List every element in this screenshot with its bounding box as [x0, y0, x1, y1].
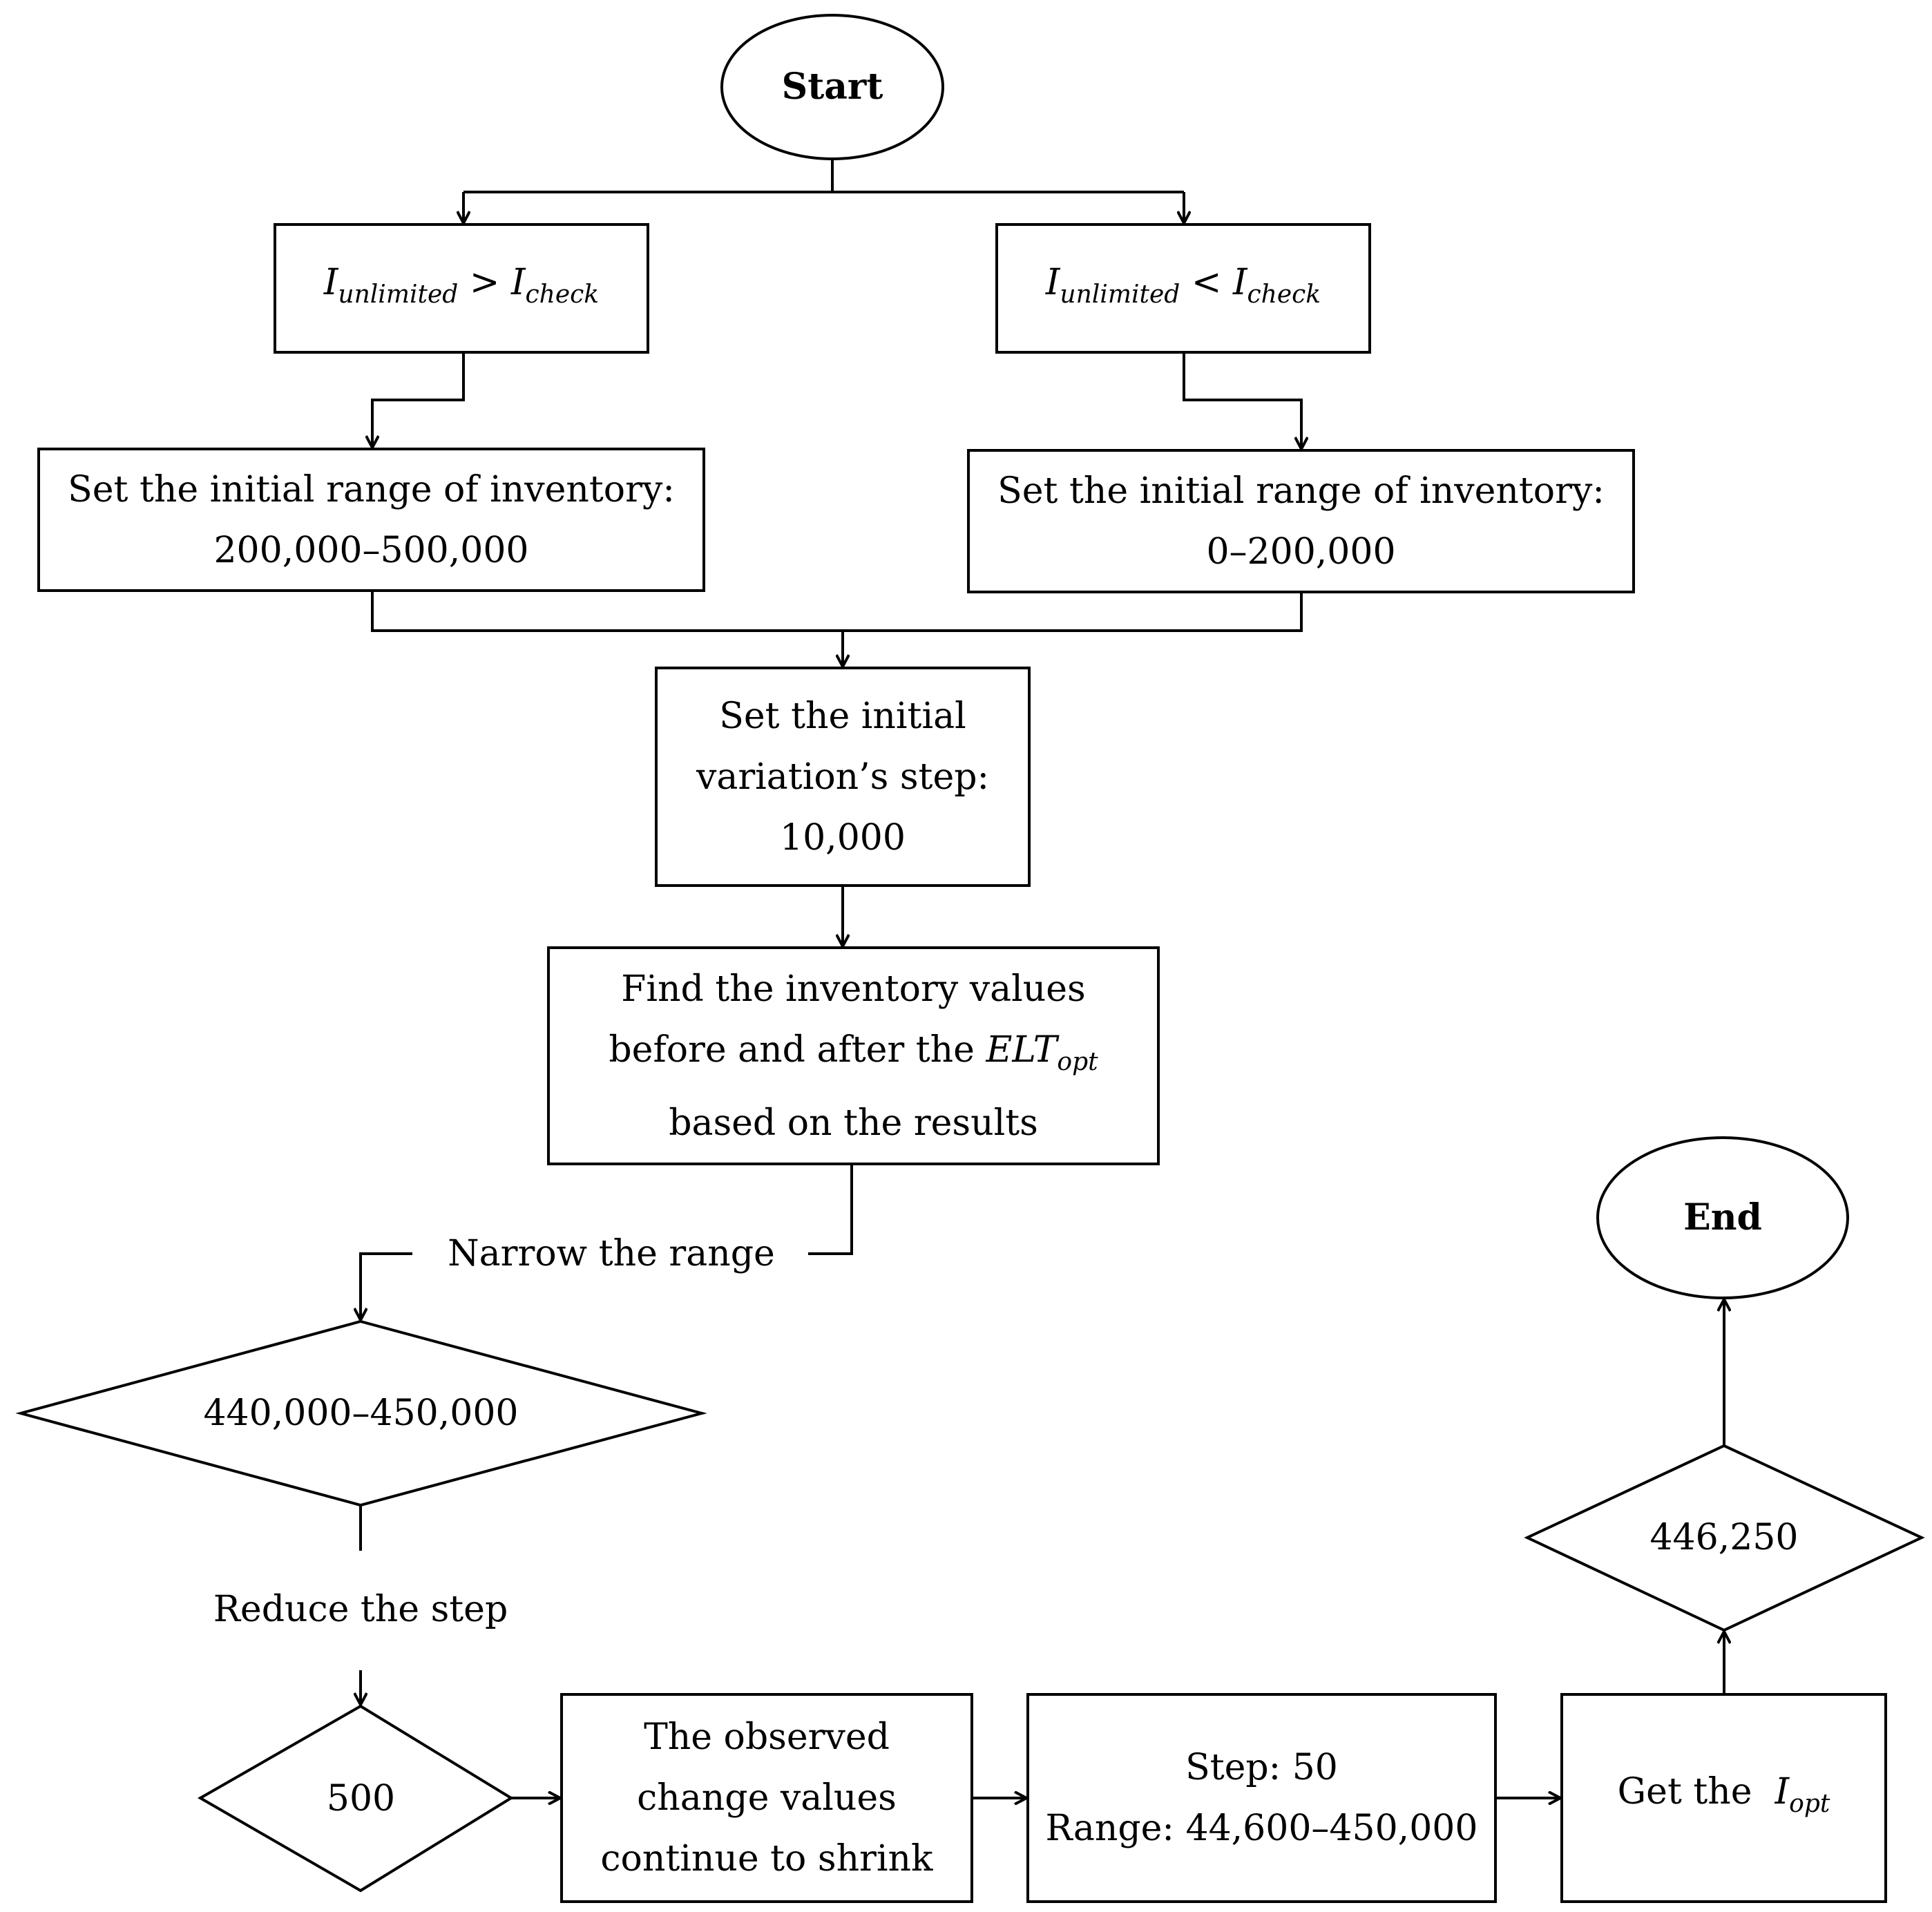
arrow-to-range-diamond: [361, 1252, 412, 1320]
get-iopt-label: Get the Iopt: [1617, 1771, 1830, 1818]
connector-find-narrow: [808, 1164, 853, 1255]
range-diamond-label: 440,000–450,000: [203, 1393, 519, 1434]
reduce-step-label: Reduce the step: [213, 1589, 508, 1630]
arrow-to-range-left: [372, 352, 465, 448]
condition-left-box: [274, 223, 649, 354]
range-left-label: Set the initial range of inventory: 200,…: [68, 468, 675, 571]
step-diamond-label: 500: [326, 1778, 396, 1819]
find-box-label: Find the inventory values before and aft…: [609, 968, 1098, 1144]
step-diamond: [197, 1704, 514, 1893]
observed-box-label: The observed change values continue to s…: [600, 1717, 933, 1880]
result-diamond-label: 446,250: [1649, 1517, 1799, 1558]
range-right-label: Set the initial range of inventory: 0–20…: [997, 470, 1605, 573]
condition-left-label: Iunlimited > Icheck: [323, 261, 600, 309]
step-box-label: Set the initial variation’s step: 10,000: [696, 695, 990, 859]
narrow-range-label: Narrow the range: [448, 1233, 775, 1274]
start-label: Start: [781, 66, 883, 108]
end-label: End: [1683, 1196, 1762, 1239]
connector-ranges-merge: [371, 591, 1303, 632]
connector-start-split: [463, 159, 1184, 193]
condition-right-label: Iunlimited < Icheck: [1045, 261, 1321, 309]
step50-box-label: Step: 50 Range: 44,600–450,000: [1045, 1747, 1478, 1849]
arrow-to-range-right: [1183, 352, 1301, 449]
find-box: [547, 946, 1160, 1165]
